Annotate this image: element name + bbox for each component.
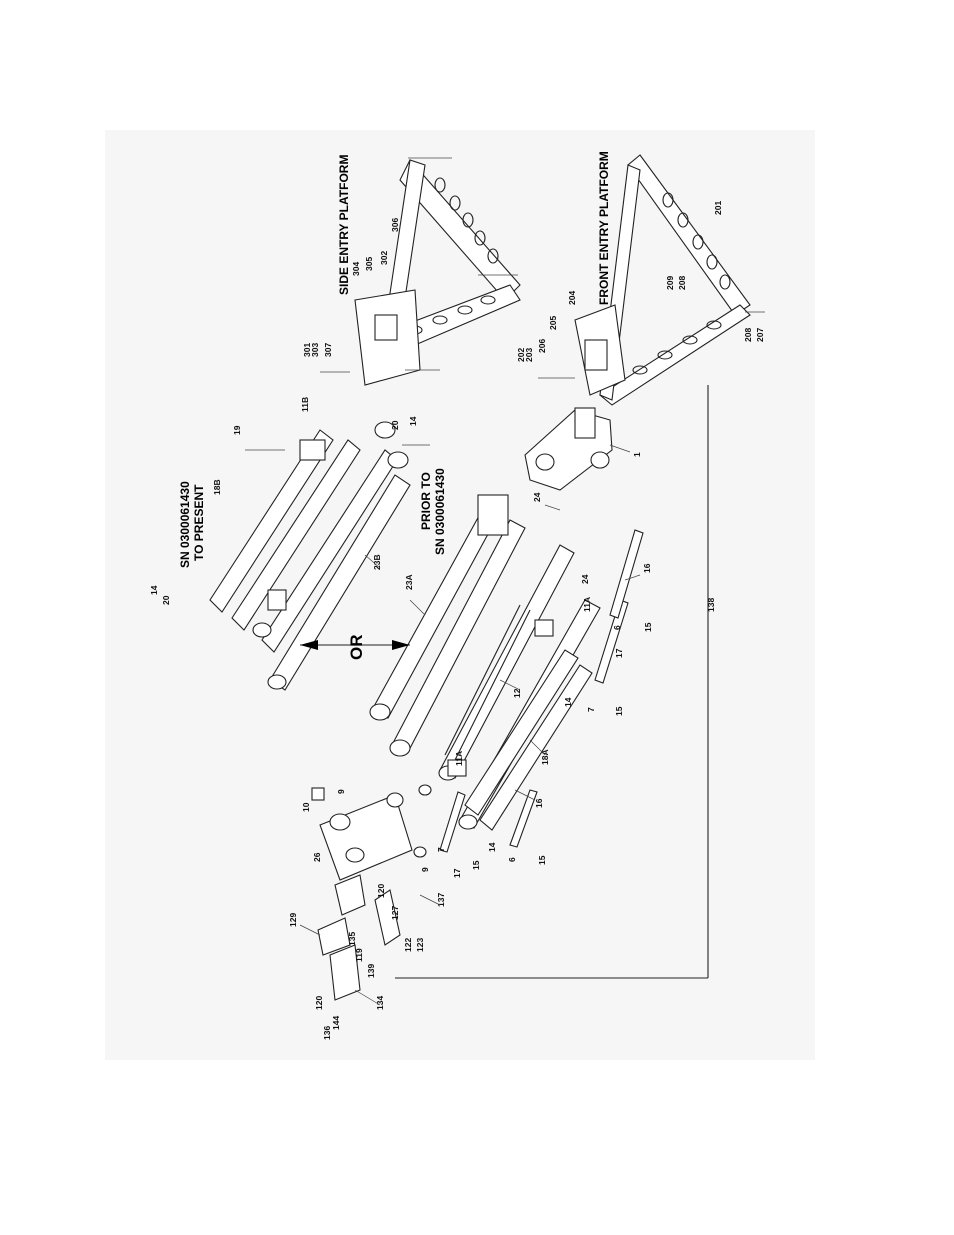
callout-11b: 11B: [300, 397, 310, 412]
callout-302: 302: [379, 251, 389, 265]
callout-15-left: 15: [471, 860, 481, 870]
callout-24-upper: 24: [532, 492, 542, 502]
callout-9-upper: 9: [336, 789, 346, 794]
leader-lines: [245, 444, 641, 1006]
callout-15-mid: 15: [614, 706, 624, 716]
callout-26: 26: [312, 852, 322, 862]
callout-14-mid: 14: [563, 697, 573, 707]
callout-205: 205: [548, 316, 558, 330]
callout-18a: 18A: [540, 749, 550, 765]
callout-10: 10: [301, 802, 311, 812]
callout-16-left: 16: [534, 798, 544, 808]
assembly-138-bracket: [395, 385, 709, 979]
callout-17-right: 17: [614, 648, 624, 658]
callout-1: 1: [632, 452, 642, 457]
callout-6-right: 6: [612, 625, 622, 630]
boom-assembly-23b: [209, 421, 411, 691]
callout-123: 123: [415, 938, 425, 952]
callout-137: 137: [436, 893, 446, 907]
callout-7-right: 7: [586, 707, 596, 712]
bracket-1: [524, 407, 613, 491]
callout-138: 138: [706, 598, 716, 612]
sn-present-title-2: TO PRESENT: [192, 484, 206, 561]
boom-assembly-18a: [439, 529, 644, 853]
callout-14-low: 14: [487, 842, 497, 852]
callout-306: 306: [390, 218, 400, 232]
side-entry-title: SIDE ENTRY PLATFORM: [337, 155, 351, 295]
callout-201: 201: [713, 201, 723, 215]
callout-203: 203: [524, 348, 534, 362]
callout-labels: 301 303 307 304 305 302 306 202 203 206 …: [149, 201, 765, 1040]
prior-to-title-2: SN 0300061430: [433, 468, 447, 555]
callout-202: 202: [516, 348, 526, 362]
side-entry-platform: [320, 157, 521, 386]
callout-20-top: 20: [390, 420, 400, 430]
callout-208-upper: 208: [677, 276, 687, 290]
callout-9-lower: 9: [420, 867, 430, 872]
or-indicator: [300, 640, 410, 650]
prior-to-title-1: PRIOR TO: [419, 472, 433, 530]
callout-134: 134: [375, 996, 385, 1010]
callout-127: 127: [390, 906, 400, 920]
callout-19: 19: [232, 425, 242, 435]
callout-24-lower: 24: [580, 574, 590, 584]
callout-136: 136: [322, 1026, 332, 1040]
callout-14-left: 14: [149, 585, 159, 595]
callout-23b: 23B: [372, 554, 382, 570]
callout-204: 204: [567, 291, 577, 305]
callout-11a-left: 11A: [454, 751, 464, 766]
callout-206: 206: [537, 339, 547, 353]
callout-12: 12: [512, 688, 522, 698]
front-entry-title: FRONT ENTRY PLATFORM: [597, 151, 611, 305]
callout-122: 122: [403, 938, 413, 952]
callout-18b: 18B: [212, 479, 222, 495]
callout-119: 119: [354, 948, 364, 962]
callout-129: 129: [288, 913, 298, 927]
callout-6-left: 6: [507, 857, 517, 862]
callout-301: 301: [302, 343, 312, 357]
callout-120-lower: 120: [314, 996, 324, 1010]
callout-307: 307: [323, 343, 333, 357]
callout-139: 139: [366, 964, 376, 978]
callout-20-left: 20: [161, 595, 171, 605]
callout-207: 207: [755, 328, 765, 342]
callout-11a-right: 11A: [582, 597, 592, 612]
callout-120-upper: 120: [376, 884, 386, 898]
callout-14-top: 14: [408, 416, 418, 426]
callout-209: 209: [665, 276, 675, 290]
callout-208-lower: 208: [743, 328, 753, 342]
callout-23a: 23A: [404, 574, 414, 590]
rotator-assembly: [311, 784, 432, 1001]
front-entry-platform: [538, 154, 765, 406]
callout-7-left: 7: [436, 847, 446, 852]
callout-16-right: 16: [642, 563, 652, 573]
callout-304: 304: [351, 262, 361, 276]
or-label: OR: [347, 635, 366, 661]
callout-305: 305: [364, 257, 374, 271]
callout-15-right: 15: [643, 622, 653, 632]
callout-135: 135: [347, 932, 357, 946]
callout-144: 144: [331, 1016, 341, 1030]
callout-17-left: 17: [452, 868, 462, 878]
sn-present-title-1: SN 0300061430: [178, 481, 192, 568]
callout-303: 303: [310, 343, 320, 357]
callout-15-bottom: 15: [537, 855, 547, 865]
